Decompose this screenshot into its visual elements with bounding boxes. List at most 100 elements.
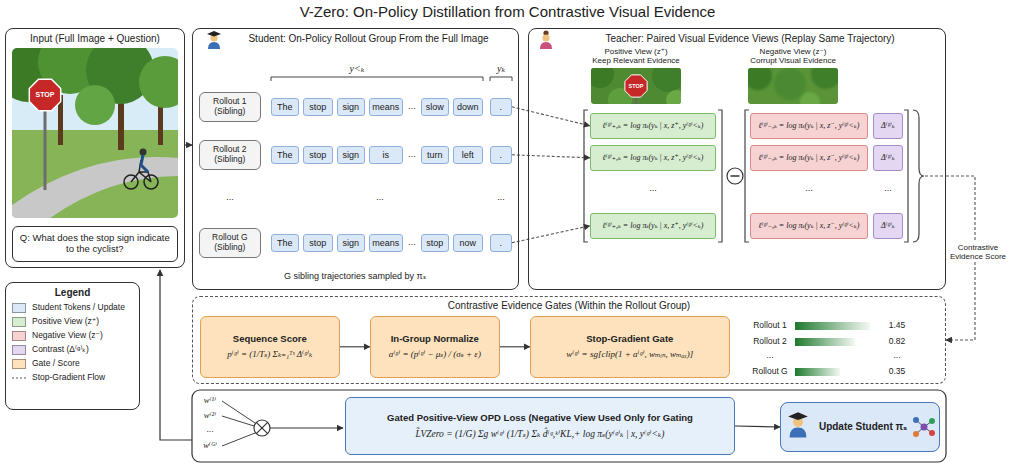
box-text: Rollout 1 (Sibling) xyxy=(203,97,257,117)
matrix-brackets xyxy=(584,110,588,242)
gate-bars xyxy=(795,322,870,376)
matrix-brackets xyxy=(904,110,908,242)
token-box: The xyxy=(271,234,299,252)
token-box: now xyxy=(453,234,483,252)
formula-text: p⁽ᵍ⁾ = (1/Tₛ) Σₖ₌₁ᵀˢ Δ⁽ᵍ⁾ₖ xyxy=(206,349,334,359)
box-text: slow xyxy=(423,102,447,112)
text-label: Rollout 2 xyxy=(753,337,787,346)
token-box: sign xyxy=(337,234,365,252)
text-label: Positive View (z⁺) xyxy=(604,48,667,57)
token-box: stop xyxy=(303,146,333,164)
text-label: 0.82 xyxy=(889,337,906,346)
box-text: The xyxy=(273,238,297,248)
sign-lettering: STOP xyxy=(36,91,55,99)
weight-wires xyxy=(222,401,255,446)
token-box: down xyxy=(453,98,483,116)
weight-wires xyxy=(222,433,255,446)
gate-step-box: In-Group Normalizea⁽ᵍ⁾ = (p⁽ᵍ⁾ − μₛ) / (… xyxy=(370,316,500,378)
minus-operator xyxy=(731,175,740,177)
network-icon xyxy=(913,417,935,437)
gate-step-box: Stop-Gradient Gate w⁽ᵍ⁾ = sg[clip(1 + a⁽ᵍ… xyxy=(530,316,730,378)
gate-panel: Contrastive Evidence Gates (Within the R… xyxy=(192,296,946,384)
product-operator xyxy=(256,422,267,433)
negative-view-crop xyxy=(800,92,820,104)
box-text: down xyxy=(455,102,481,112)
rollout-box: Rollout 2 (Sibling) xyxy=(199,140,261,170)
box-text: . xyxy=(492,102,510,112)
token-box: The xyxy=(271,98,299,116)
box-heading: Student: On-Policy Rollout Group From th… xyxy=(225,33,512,45)
text-label: Rollout G xyxy=(752,367,787,376)
formula-text: ℓ⁽ᵍ⁾₋,ₖ = log πₜ(yₖ | x, z⁻, y⁽ᵍ⁾<ₖ) xyxy=(754,153,864,162)
box-text: stop xyxy=(305,102,331,112)
legend-swatch xyxy=(12,345,26,355)
legend-text: Contrast (Δ⁽ᵍ⁾ₖ) xyxy=(32,345,89,354)
question-box: Q: What does the stop sign indicate to t… xyxy=(12,226,178,262)
legend-panel: LegendStudent Tokens / UpdatePositive Vi… xyxy=(5,282,140,410)
box-text: Rollout 2 (Sibling) xyxy=(203,145,257,165)
connector xyxy=(512,226,590,243)
rollout-box: Rollout 1 (Sibling) xyxy=(199,92,261,122)
input-photo xyxy=(29,79,60,110)
loss-panel xyxy=(192,390,946,462)
formula-text: Δ⁽ᵍ⁾ₖ xyxy=(875,221,901,230)
student-icon xyxy=(788,412,808,420)
box-text: is xyxy=(371,150,401,160)
teacher-icon xyxy=(542,34,549,41)
box-text: . xyxy=(492,150,510,160)
text-label: ... xyxy=(649,184,657,194)
score-lead xyxy=(925,175,946,176)
positive-logprob-box: ℓ⁽ᵍ⁾₊,ₖ = log πₜ(yₖ | x, z⁺, y⁽ᵍ⁾<ₖ) xyxy=(590,113,716,139)
teacher-icon xyxy=(540,42,552,49)
box-text: The xyxy=(273,102,297,112)
gate-bars xyxy=(795,368,840,376)
text-label: ... xyxy=(408,238,416,248)
input-photo xyxy=(12,157,178,218)
text-label: Corrupt Visual Evidence xyxy=(750,57,836,66)
connector xyxy=(512,107,590,126)
input-photo xyxy=(141,155,148,172)
connector-label: Contrastive Evidence Score xyxy=(949,242,1007,262)
network-icon xyxy=(929,418,935,424)
connector xyxy=(500,346,530,347)
text-label: Keep Relevant Evidence xyxy=(592,57,680,66)
text-label: Negative View (z⁻) xyxy=(760,48,827,57)
network-icon xyxy=(913,431,919,437)
box-text: sign xyxy=(339,238,363,248)
weight-wires xyxy=(222,401,255,423)
legend-text: Student Tokens / Update xyxy=(32,303,125,312)
text-label: Rollout 1 xyxy=(753,321,787,330)
text-label: w⁽²⁾ xyxy=(204,411,216,420)
positive-view-crop xyxy=(652,68,681,92)
legend-entry: Negative View (z⁻) xyxy=(12,331,133,341)
legend-entry: Contrast (Δ⁽ᵍ⁾ₖ) xyxy=(12,345,133,355)
legend-swatch xyxy=(12,331,26,341)
box-heading: Legend xyxy=(12,287,133,299)
product-operator xyxy=(254,420,270,436)
text-label: ... xyxy=(408,102,416,112)
text-label: ... xyxy=(206,425,213,434)
network-icon xyxy=(913,417,919,423)
positive-view-crop xyxy=(591,68,614,88)
token-box: sign xyxy=(337,98,365,116)
box-text: stop xyxy=(423,238,447,248)
student-icon xyxy=(207,31,221,49)
product-arrow xyxy=(270,427,343,428)
input-photo xyxy=(12,48,178,218)
panel: Input (Full Image + Question) Q: What doe… xyxy=(5,28,185,268)
text-label: yₖ xyxy=(497,63,505,74)
contrast-box: Δ⁽ᵍ⁾ₖ xyxy=(873,113,903,139)
box-heading: Stop-Gradient Gate xyxy=(536,334,724,345)
gate-step-box: Sequence Scorep⁽ᵍ⁾ = (1/Tₛ) Σₖ₌₁ᵀˢ Δ⁽ᵍ⁾ₖ xyxy=(200,316,340,378)
box-text: stop xyxy=(305,150,331,160)
rollout-box: Rollout G (Sibling) xyxy=(199,228,261,258)
box-heading: Input (Full Image + Question) xyxy=(12,33,178,45)
token-box: . xyxy=(490,146,512,164)
token-box: slow xyxy=(421,98,449,116)
token-box: stop xyxy=(303,98,333,116)
negative-view-crop xyxy=(748,68,838,104)
formula-text: w⁽ᵍ⁾ = sg[clip(1 + a⁽ᵍ⁾, wₘᵢₙ, wₘₐₓ)] xyxy=(536,349,724,359)
negative-logprob-box: ℓ⁽ᵍ⁾₋,ₖ = log πₜ(yₖ | x, z⁻, y⁽ᵍ⁾<ₖ) xyxy=(750,113,868,139)
legend-entry: Positive View (z⁺) xyxy=(12,317,133,327)
student-icon xyxy=(788,412,808,437)
